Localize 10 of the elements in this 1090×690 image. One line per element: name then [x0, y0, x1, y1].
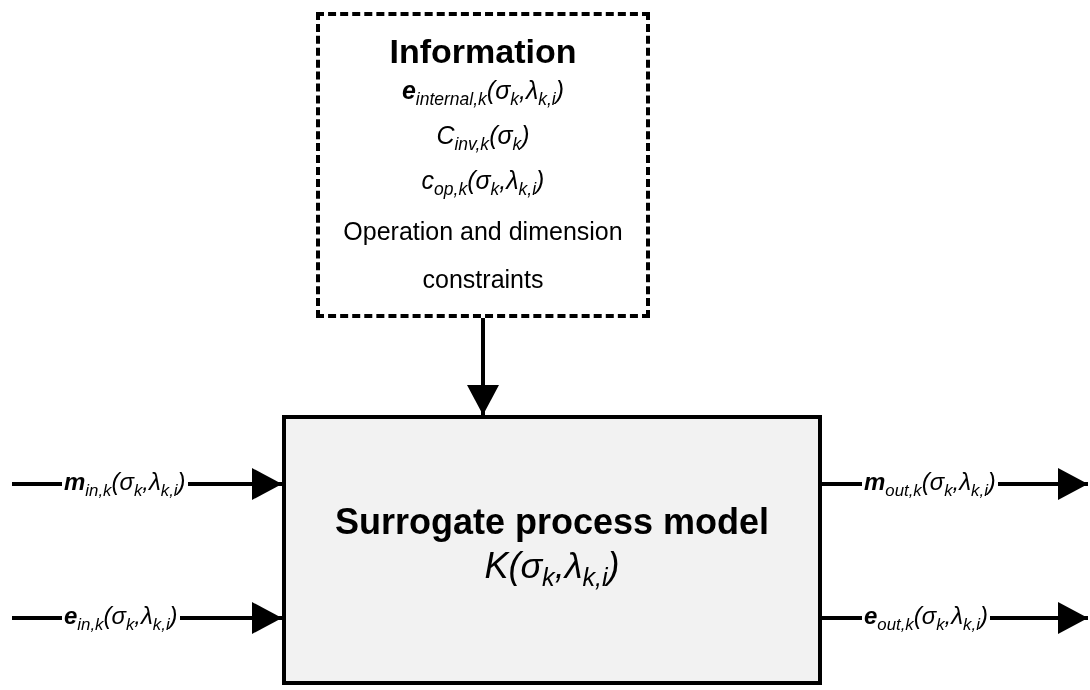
formula-text: c$_{op,k}$(σ$_{k}$,λ$_{k,i}$)	[421, 165, 545, 201]
box-title: Information	[389, 31, 577, 72]
arrow	[467, 318, 499, 415]
formula-text: e$_{internal,k}$(σ$_{k}$,λ$_{k,i}$)	[401, 75, 565, 111]
box-text: Operation and dimension constraints	[342, 216, 624, 295]
process-box	[282, 415, 822, 685]
box-title: Surrogate process model	[334, 500, 770, 545]
information-box	[316, 12, 650, 318]
formula-text: K(σ$_{k}$,λ$_{k,i}$)	[484, 544, 620, 594]
formula-text: C$_{inv,k}$(σ$_{k}$)	[436, 120, 530, 156]
